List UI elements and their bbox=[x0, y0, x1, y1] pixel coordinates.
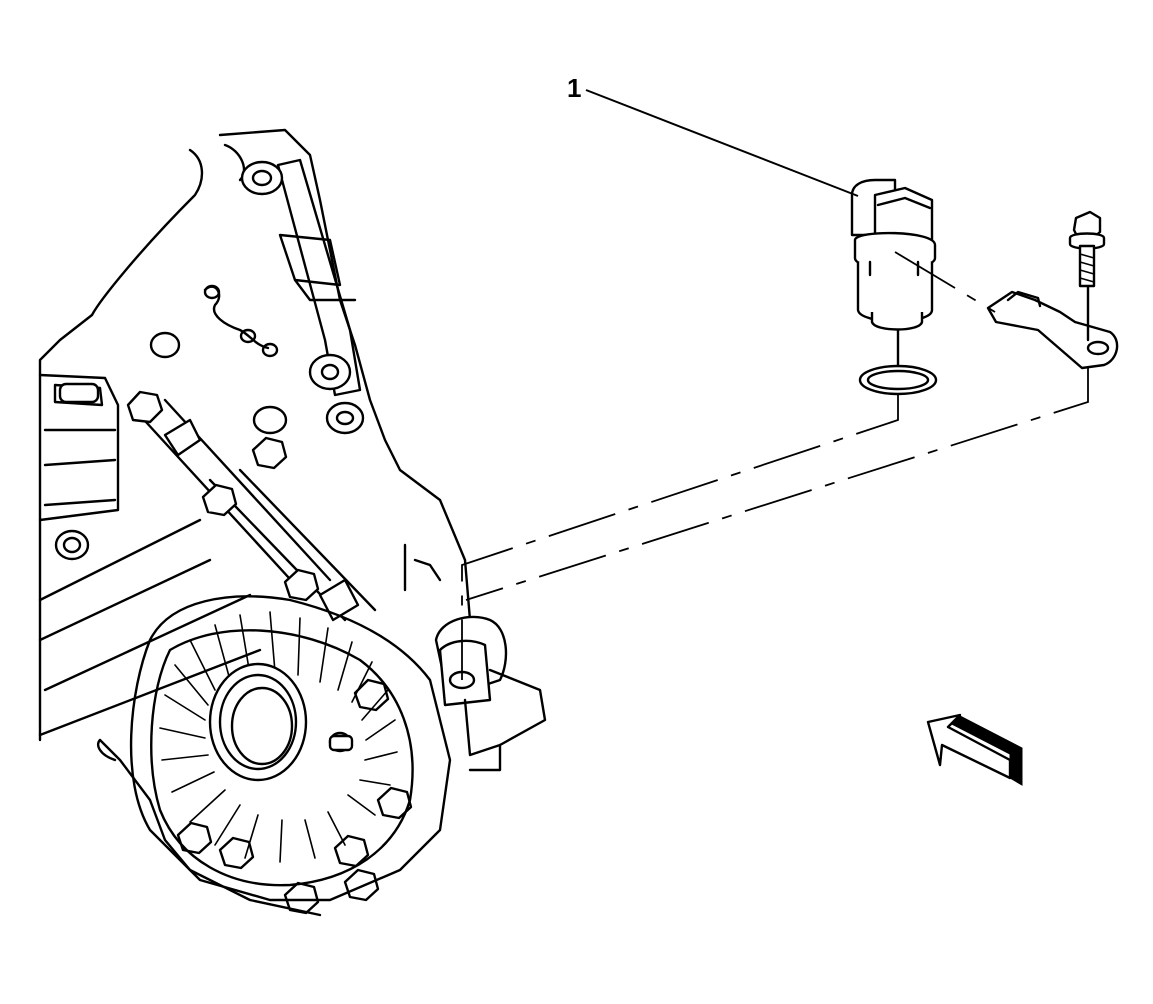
transaxle-housing bbox=[38, 128, 547, 917]
callout-1: 1 bbox=[567, 73, 859, 197]
sensor-assembly bbox=[850, 178, 1119, 396]
alignment-lines bbox=[461, 251, 1090, 680]
view-direction-arrow-icon bbox=[926, 713, 1023, 786]
callout-1-label: 1 bbox=[567, 73, 581, 103]
callout-1-leader bbox=[585, 89, 859, 197]
